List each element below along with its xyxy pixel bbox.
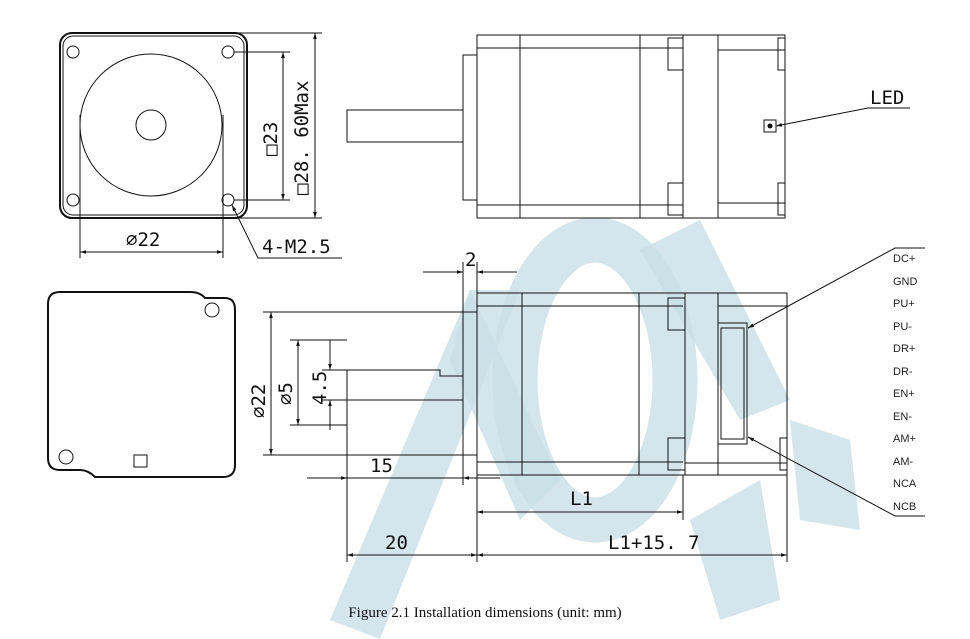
- watermark-logo: [330, 217, 860, 639]
- bottom-side-view: 2 ∅22 ∅5 4.5 15 L1 20 L1+15. 7: [248, 247, 925, 562]
- dim-bolt-square: □23: [260, 122, 282, 156]
- dim-body-square: □28. 60Max: [291, 81, 313, 195]
- dim-l1: L1: [570, 488, 593, 510]
- dim-holes: 4-M2.5: [262, 236, 331, 258]
- dim-shaft-len: 20: [385, 532, 408, 554]
- pin-label: NCB: [893, 501, 916, 513]
- dim-pilot-bottom: ∅22: [248, 384, 270, 418]
- pin-label: DR-: [893, 366, 913, 378]
- dim-shaft: ∅5: [275, 382, 297, 405]
- top-side-view: LED: [346, 34, 910, 219]
- figure-caption: Figure 2.1 Installation dimensions (unit…: [348, 605, 621, 621]
- pin-label: DC+: [893, 253, 915, 265]
- pin-label: EN+: [893, 388, 915, 400]
- front-view: □23 □28. 60Max ∅22 4-M2.5: [59, 32, 342, 259]
- pin-label: DR+: [893, 343, 915, 355]
- pin-label: PU+: [893, 298, 915, 310]
- pin-list: DC+ GND PU+ PU- DR+ DR- EN+ EN- AM+ AM- …: [893, 253, 918, 513]
- dim-shaft-flat-len: 15: [370, 455, 393, 477]
- rear-view: [47, 291, 236, 478]
- led-label: LED: [870, 87, 904, 109]
- dim-flange: 2: [465, 249, 476, 271]
- pin-label: PU-: [893, 321, 912, 333]
- pin-label: NCA: [893, 478, 917, 490]
- pin-label: EN-: [893, 411, 912, 423]
- pin-label: AM+: [893, 433, 916, 445]
- dim-flat: 4.5: [309, 371, 331, 405]
- pin-label: GND: [893, 276, 918, 288]
- pin-label: AM-: [893, 456, 914, 468]
- dim-total: L1+15. 7: [608, 532, 700, 554]
- dim-pilot: ∅22: [126, 229, 160, 251]
